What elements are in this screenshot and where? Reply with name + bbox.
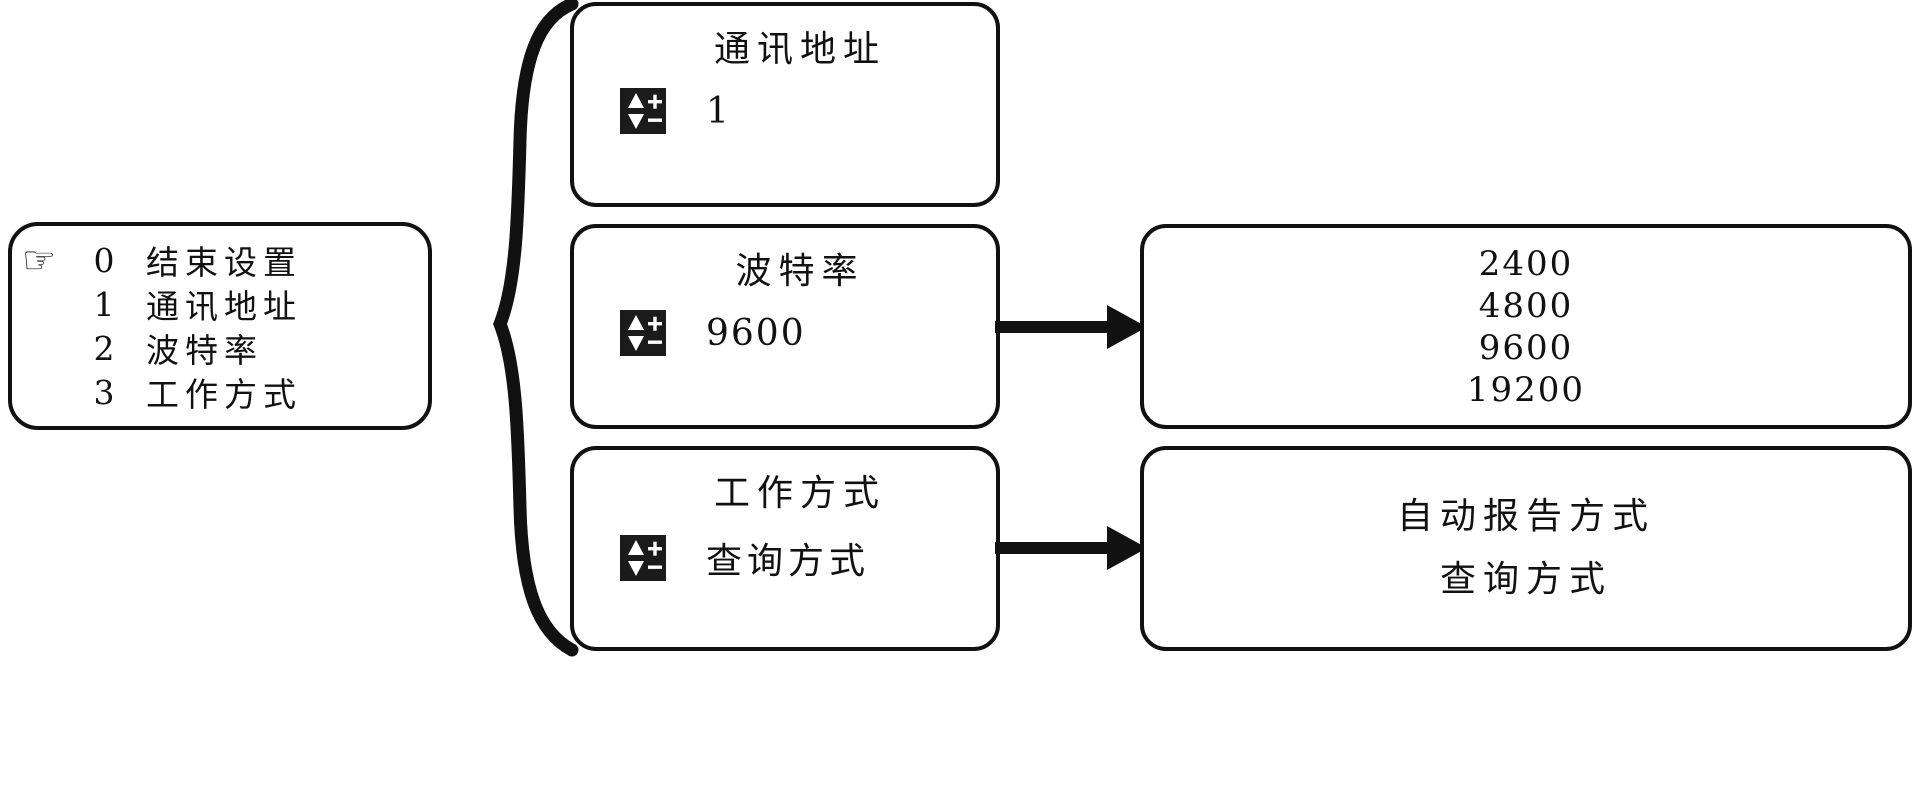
- arrow-right-icon: [995, 297, 1155, 357]
- work-mode-options-box: 自动报告方式 查询方式: [1140, 446, 1912, 651]
- menu-label-1: 通讯地址: [146, 287, 302, 326]
- menu-row-1[interactable]: 1 通讯地址: [12, 282, 428, 327]
- up-down-plus-minus-icon[interactable]: [620, 88, 666, 134]
- param-value-comm-address: 1: [706, 90, 731, 132]
- param-title-baud-rate: 波特率: [735, 251, 865, 292]
- param-control-row-baud-rate: 9600: [574, 310, 996, 356]
- menu-row-2[interactable]: 2 波特率: [12, 326, 428, 371]
- baud-rate-options-list: 2400 4800 9600 19200: [1144, 228, 1908, 425]
- param-value-baud-rate: 9600: [706, 312, 806, 354]
- baud-option-4800[interactable]: 4800: [1478, 285, 1574, 326]
- arrow-right-icon: [995, 518, 1155, 578]
- pointing-hand-icon: ☞: [22, 238, 57, 282]
- baud-option-19200[interactable]: 19200: [1466, 369, 1586, 410]
- menu-label-0: 结束设置: [146, 243, 302, 282]
- baud-option-9600[interactable]: 9600: [1478, 327, 1574, 368]
- up-down-plus-minus-icon[interactable]: [620, 310, 666, 356]
- param-box-baud-rate: 波特率 9600: [570, 224, 1000, 429]
- mode-option-auto-report[interactable]: 自动报告方式: [1396, 496, 1655, 537]
- menu-row-3[interactable]: 3 工作方式: [12, 370, 428, 415]
- settings-menu-list: ☞ 0 结束设置 1 通讯地址 2 波特率 3 工作方式: [12, 238, 428, 415]
- param-title-work-mode: 工作方式: [713, 473, 886, 514]
- menu-label-3: 工作方式: [146, 375, 302, 414]
- param-title-comm-address: 通讯地址: [713, 29, 886, 70]
- menu-label-2: 波特率: [146, 331, 263, 370]
- menu-index-3: 3: [93, 372, 115, 412]
- menu-index-0: 0: [93, 240, 115, 280]
- menu-index-1: 1: [93, 284, 115, 324]
- curly-brace-icon: [480, 0, 590, 660]
- work-mode-options-list: 自动报告方式 查询方式: [1144, 450, 1908, 647]
- menu-row-0[interactable]: ☞ 0 结束设置: [12, 238, 428, 283]
- baud-rate-options-box: 2400 4800 9600 19200: [1140, 224, 1912, 429]
- up-down-plus-minus-icon[interactable]: [620, 535, 666, 581]
- param-value-work-mode: 查询方式: [706, 541, 871, 582]
- param-control-row-comm-address: 1: [574, 88, 996, 134]
- mode-option-query[interactable]: 查询方式: [1439, 559, 1612, 600]
- menu-index-2: 2: [93, 328, 115, 368]
- baud-option-2400[interactable]: 2400: [1478, 243, 1574, 284]
- param-box-comm-address: 通讯地址 1: [570, 2, 1000, 207]
- param-control-row-work-mode: 查询方式: [574, 532, 996, 584]
- param-box-work-mode: 工作方式 查询方式: [570, 446, 1000, 651]
- settings-menu-box: ☞ 0 结束设置 1 通讯地址 2 波特率 3 工作方式: [8, 222, 432, 430]
